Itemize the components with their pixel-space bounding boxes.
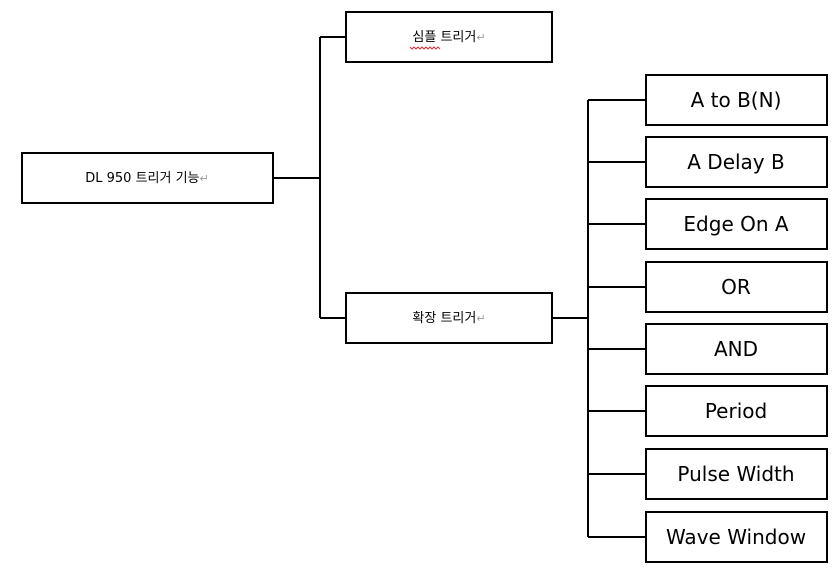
extended-trigger-a-to-b-n: A to B(N) [645, 74, 828, 126]
branch-extended-trigger-box [345, 292, 553, 344]
root-node: DL 950 트리거 기능↵ [21, 152, 274, 204]
paragraph-mark: ↵ [476, 312, 485, 325]
extended-trigger-connector [552, 99, 646, 538]
extended-trigger-and-box [645, 323, 828, 375]
paragraph-mark: ↵ [476, 31, 485, 44]
extended-trigger-pulse-width: Pulse Width [645, 448, 828, 500]
extended-trigger-edge-on-a-box [645, 198, 828, 250]
branch-extended-trigger: 확장 트리거↵ [345, 292, 553, 344]
branch-extended-trigger-label: 확장 트리거↵ [412, 311, 485, 326]
extended-trigger-period-label: Period [705, 399, 767, 423]
root-node-box [21, 152, 274, 204]
extended-trigger-pulse-width-label: Pulse Width [677, 462, 794, 486]
branch-simple-trigger-box [345, 11, 553, 63]
extended-trigger-or: OR [645, 261, 828, 313]
extended-trigger-period-box [645, 385, 828, 437]
extended-trigger-a-delay-b: A Delay B [645, 136, 828, 188]
extended-trigger-or-box [645, 261, 828, 313]
extended-trigger-a-to-b-n-label: A to B(N) [691, 88, 782, 112]
extended-trigger-or-label: OR [721, 275, 751, 299]
extended-trigger-and: AND [645, 323, 828, 375]
extended-trigger-wave-window-box [645, 511, 828, 563]
extended-trigger-and-label: AND [714, 337, 758, 361]
extended-trigger-a-delay-b-label: A Delay B [687, 150, 784, 174]
extended-trigger-wave-window: Wave Window [645, 511, 828, 563]
spellcheck-underline [409, 46, 441, 50]
extended-trigger-a-delay-b-box [645, 136, 828, 188]
extended-trigger-edge-on-a: Edge On A [645, 198, 828, 250]
extended-trigger-a-to-b-n-box [645, 74, 828, 126]
root-node-label: DL 950 트리거 기능↵ [85, 171, 208, 186]
extended-trigger-pulse-width-box [645, 448, 828, 500]
extended-trigger-wave-window-label: Wave Window [666, 525, 806, 549]
paragraph-mark: ↵ [200, 172, 209, 185]
root-connector [273, 36, 346, 319]
extended-trigger-period: Period [645, 385, 828, 437]
extended-trigger-edge-on-a-label: Edge On A [683, 212, 788, 236]
connectors [273, 36, 646, 538]
branch-simple-trigger: 심플 트리거↵ [345, 11, 553, 63]
branch-simple-trigger-label: 심플 트리거↵ [412, 30, 485, 45]
